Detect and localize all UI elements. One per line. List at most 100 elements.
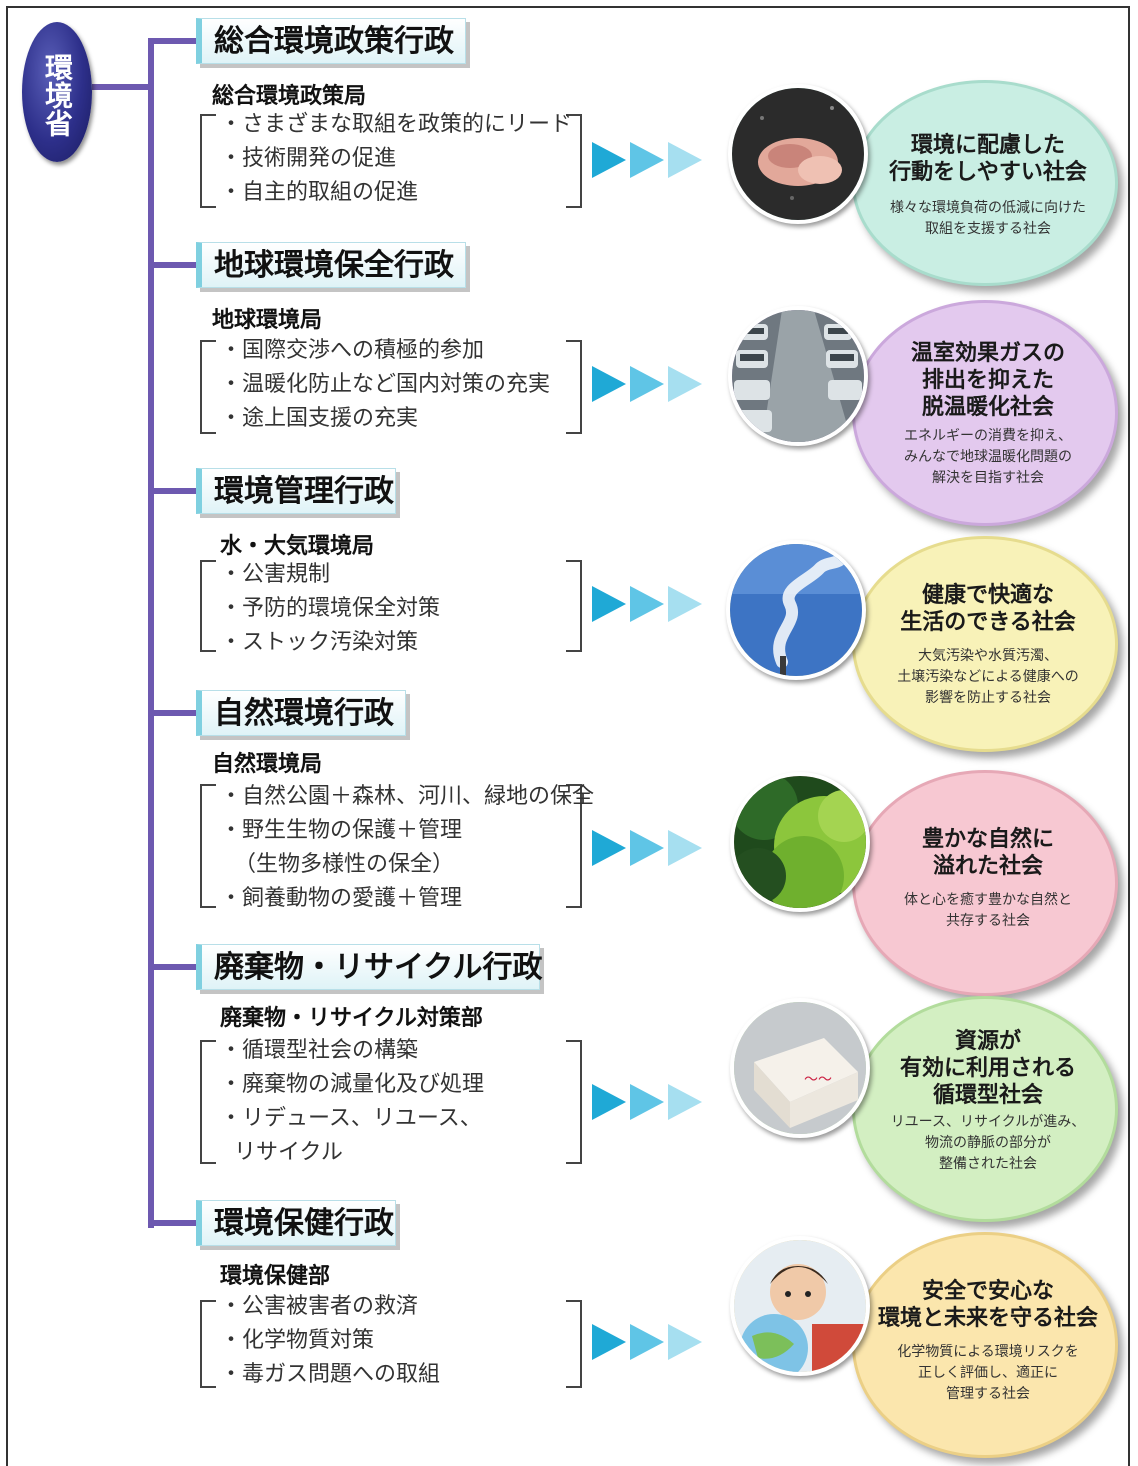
bracket-right (566, 1040, 582, 1164)
task-item: ・化学物質対策 (220, 1328, 375, 1353)
task-item: （生物多様性の保全） (234, 852, 455, 877)
flow-arrows (592, 1322, 702, 1362)
branch-connector (148, 710, 200, 716)
category-label: 自然環境行政 (196, 690, 406, 736)
category-label: 地球環境保全行政 (196, 242, 466, 288)
task-item: リサイクル (234, 1140, 343, 1165)
bracket-left (200, 1040, 216, 1164)
goal-title: 健康で快適な 生活のできる社会 (900, 583, 1076, 635)
arrow-3 (668, 1084, 702, 1120)
diagram-frame (6, 6, 1130, 1466)
bracket-left (200, 114, 216, 208)
task-item: ・温暖化防止など国内対策の充実 (220, 372, 551, 397)
task-item: ・野生生物の保護＋管理 (220, 818, 463, 843)
flow-arrows (592, 828, 702, 868)
flow-arrows (592, 364, 702, 404)
branch-connector (148, 1220, 200, 1226)
arrow-1 (592, 1324, 626, 1360)
branch-connector (148, 964, 200, 970)
bracket-right (566, 340, 582, 434)
goal-circle (852, 80, 1118, 286)
arrow-3 (668, 830, 702, 866)
task-item: ・飼養動物の愛護＋管理 (220, 886, 463, 911)
task-list: ・さまざまな取組を政策的にリード・技術開発の促進・自主的取組の促進 (220, 108, 572, 210)
bracket-left (200, 784, 216, 908)
goal-circle (852, 996, 1118, 1222)
bracket-right (566, 1300, 582, 1388)
bureau-label: 廃棄物・リサイクル対策部 (220, 1006, 483, 1031)
goal-description: 様々な環境負荷の低減に向けた 取組を支援する社会 (890, 200, 1086, 237)
trunk-vertical (148, 38, 154, 1228)
task-item: ・途上国支援の充実 (220, 406, 419, 431)
recycled-box-photo: 〜〜 (730, 998, 870, 1138)
branch-connector (148, 38, 200, 44)
bureau-label: 水・大気環境局 (220, 534, 375, 559)
arrow-3 (668, 142, 702, 178)
goal-description: 体と心を癒す豊かな自然と 共存する社会 (904, 892, 1072, 929)
hands-water-photo (728, 84, 868, 224)
goal-title: 温室効果ガスの 排出を抑えた 脱温暖化社会 (910, 341, 1065, 420)
goal-circle (852, 300, 1118, 526)
goal-title: 資源が 有効に利用される 循環型社会 (899, 1029, 1076, 1108)
forest-photo (730, 772, 870, 912)
bracket-right (566, 560, 582, 652)
goal-title: 安全で安心な 環境と未来を守る社会 (877, 1279, 1098, 1331)
bureau-label: 環境保健部 (220, 1264, 331, 1289)
task-item: ・さまざまな取組を政策的にリード (220, 112, 573, 137)
flow-arrows (592, 140, 702, 180)
bracket-left (200, 340, 216, 434)
arrow-2 (630, 830, 664, 866)
task-item: ・廃棄物の減量化及び処理 (220, 1072, 485, 1097)
bracket-left (200, 1300, 216, 1388)
arrow-1 (592, 830, 626, 866)
branch-connector (148, 488, 200, 494)
goal-title: 環境に配慮した 行動をしやすい社会 (889, 133, 1087, 185)
bracket-right (566, 114, 582, 208)
flow-arrows (592, 1082, 702, 1122)
goal-description: エネルギーの消費を抑え、 みんなで地球温暖化問題の 解決を目指す社会 (904, 428, 1072, 486)
goal-circle (852, 1232, 1118, 1458)
arrow-2 (630, 1084, 664, 1120)
task-list: ・自然公園＋森林、河川、緑地の保全・野生生物の保護＋管理 （生物多様性の保全） ・飼… (220, 780, 594, 916)
bureau-label: 総合環境政策局 (212, 84, 367, 109)
svg-text:〜〜: 〜〜 (804, 1072, 832, 1088)
arrow-3 (668, 1324, 702, 1360)
task-item: ・技術開発の促進 (220, 146, 397, 171)
task-item: ・国際交渉への積極的参加 (220, 338, 485, 363)
ministry-node (22, 22, 92, 162)
goal-description: 化学物質による環境リスクを 正しく評価し、適正に 管理する社会 (897, 1344, 1079, 1402)
ministry-label: 環境省 (41, 53, 74, 137)
goal-title: 豊かな自然に 溢れた社会 (921, 827, 1054, 879)
task-item: ・公害被害者の救済 (220, 1294, 419, 1319)
goal-description: 大気汚染や水質汚濁、 土壌汚染などによる健康への 影響を防止する社会 (897, 648, 1079, 706)
task-list: ・国際交渉への積極的参加・温暖化防止など国内対策の充実・途上国支援の充実 (220, 334, 550, 436)
bracket-right (566, 784, 582, 908)
task-list: ・循環型社会の構築・廃棄物の減量化及び処理・リデュース、リユース、リサイクル (220, 1034, 484, 1170)
task-item: ・循環型社会の構築 (220, 1038, 419, 1063)
arrow-1 (592, 1084, 626, 1120)
arrow-3 (668, 586, 702, 622)
arrow-2 (630, 142, 664, 178)
arrow-1 (592, 142, 626, 178)
goal-circle (852, 770, 1118, 996)
task-item: ・ストック汚染対策 (220, 630, 419, 655)
trunk-line (92, 84, 154, 90)
traffic-jam-photo (728, 306, 868, 446)
bureau-label: 自然環境局 (212, 752, 323, 777)
branch-connector (148, 262, 200, 268)
arrow-3 (668, 366, 702, 402)
goal-description: リユース、リサイクルが進み、 物流の静脈の部分が 整備された社会 (890, 1114, 1086, 1172)
arrow-2 (630, 586, 664, 622)
category-label: 総合環境政策行政 (196, 18, 466, 64)
task-list: ・公害規制・予防的環境保全対策・ストック汚染対策 (220, 558, 440, 660)
task-item: ・自主的取組の促進 (220, 180, 419, 205)
arrow-1 (592, 586, 626, 622)
arrow-1 (592, 366, 626, 402)
category-label: 環境管理行政 (196, 468, 396, 514)
task-item: ・自然公園＋森林、河川、緑地の保全 (220, 784, 595, 809)
smokestack-sky-photo (726, 540, 866, 680)
task-item: ・毒ガス問題への取組 (220, 1362, 441, 1387)
task-list: ・公害被害者の救済・化学物質対策・毒ガス問題への取組 (220, 1290, 440, 1392)
category-label: 廃棄物・リサイクル行政 (196, 944, 543, 990)
goal-circle (852, 536, 1118, 752)
